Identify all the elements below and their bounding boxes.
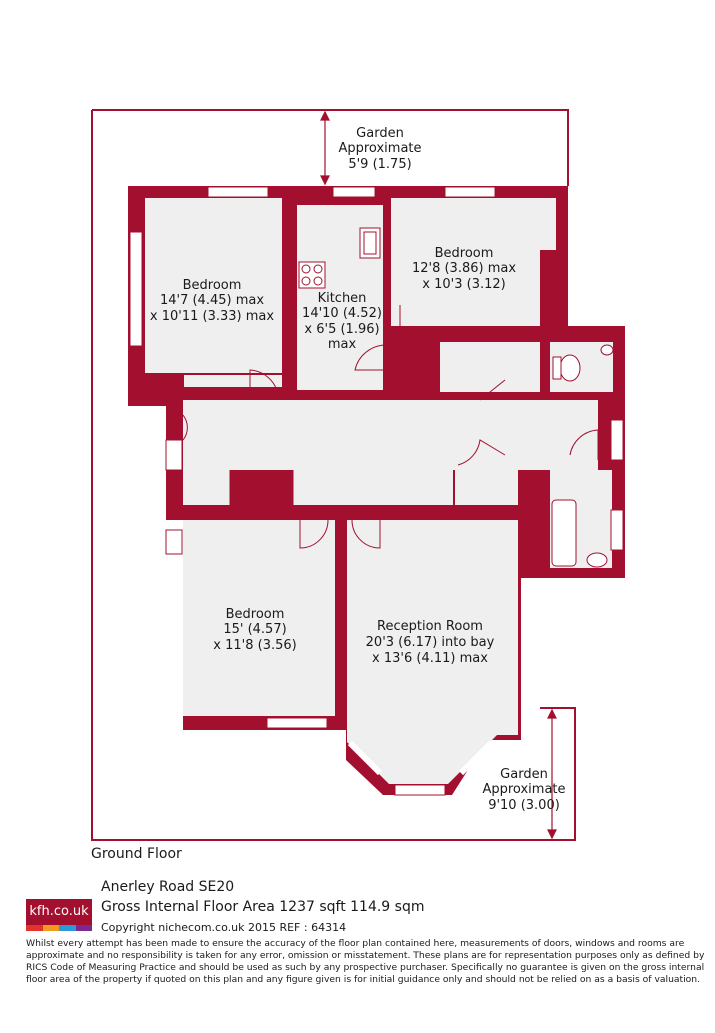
logo-strip-orange (42, 925, 59, 931)
svg-text:12'8 (3.86) max: 12'8 (3.86) max (412, 261, 516, 276)
svg-text:Reception Room: Reception Room (377, 619, 483, 634)
svg-text:Bedroom: Bedroom (183, 278, 242, 293)
disclaimer: Whilst every attempt has been made to en… (26, 938, 705, 985)
svg-text:Kitchen: Kitchen (318, 291, 367, 306)
bedroom-3-floor (183, 520, 335, 716)
logo-color-strip (26, 925, 92, 931)
logo-strip-red (26, 925, 43, 931)
svg-text:x 10'3 (3.12): x 10'3 (3.12) (422, 277, 505, 292)
dimension-arrows (320, 110, 557, 840)
svg-text:Bedroom: Bedroom (435, 246, 494, 261)
label-reception: Reception Room 20'3 (6.17) into bay x 13… (366, 619, 495, 666)
plot-boundary (91, 109, 576, 841)
svg-text:Garden: Garden (356, 126, 404, 141)
svg-text:x 6'5 (1.96): x 6'5 (1.96) (304, 322, 379, 337)
windows (129, 186, 624, 796)
svg-text:Bedroom: Bedroom (226, 607, 285, 622)
svg-text:max: max (328, 337, 357, 352)
gross-area: Gross Internal Floor Area 1237 sqft 114.… (101, 899, 425, 915)
svg-text:x 13'6 (4.11) max: x 13'6 (4.11) max (372, 651, 488, 666)
reception-floor (347, 520, 518, 784)
svg-text:14'10 (4.52): 14'10 (4.52) (302, 306, 382, 321)
logo-strip-purple (75, 925, 92, 931)
basin (586, 552, 608, 568)
svg-text:14'7 (4.45) max: 14'7 (4.45) max (160, 293, 264, 308)
label-kitchen: Kitchen 14'10 (4.52) x 6'5 (1.96) max (302, 291, 382, 352)
bedroom-1-floor (145, 198, 282, 373)
bedroom-2-floor (391, 198, 556, 326)
label-bedroom-3: Bedroom 15' (4.57) x 11'8 (3.56) (213, 607, 296, 653)
label-bedroom-2: Bedroom 12'8 (3.86) max x 10'3 (3.12) (412, 246, 516, 292)
svg-text:Approximate: Approximate (482, 782, 565, 797)
logo-text: kfh.co.uk (26, 899, 92, 925)
logo-strip-blue (59, 925, 76, 931)
svg-text:5'9 (1.75): 5'9 (1.75) (348, 157, 411, 172)
floor-plan: Bedroom 14'7 (4.45) max x 10'11 (3.33) m… (91, 109, 625, 841)
hallway-floor (183, 400, 598, 470)
svg-text:x 11'8 (3.56): x 11'8 (3.56) (213, 638, 296, 653)
copyright: Copyright nichecom.co.uk 2015 REF : 6431… (101, 921, 347, 934)
bathtub (551, 499, 577, 567)
floor-areas (145, 198, 613, 784)
door-swings (182, 305, 599, 549)
label-garden-rear: Garden Approximate 5'9 (1.75) (338, 126, 421, 172)
svg-text:15' (4.57): 15' (4.57) (223, 622, 286, 637)
svg-text:9'10 (3.00): 9'10 (3.00) (488, 798, 560, 813)
label-garden-front: Garden Approximate 9'10 (3.00) (482, 767, 565, 813)
svg-text:20'3 (6.17) into bay: 20'3 (6.17) into bay (366, 635, 495, 650)
toilet (559, 354, 581, 382)
kfh-logo[interactable]: kfh.co.uk (26, 899, 92, 931)
svg-text:x 10'11 (3.33) max: x 10'11 (3.33) max (150, 309, 274, 324)
label-bedroom-1: Bedroom 14'7 (4.45) max x 10'11 (3.33) m… (150, 278, 274, 324)
svg-text:Approximate: Approximate (338, 141, 421, 156)
svg-text:Garden: Garden (500, 767, 548, 782)
floor-title: Ground Floor (91, 846, 182, 862)
property-address: Anerley Road SE20 (101, 879, 235, 895)
partitions (229, 470, 294, 508)
fittings (298, 227, 614, 568)
